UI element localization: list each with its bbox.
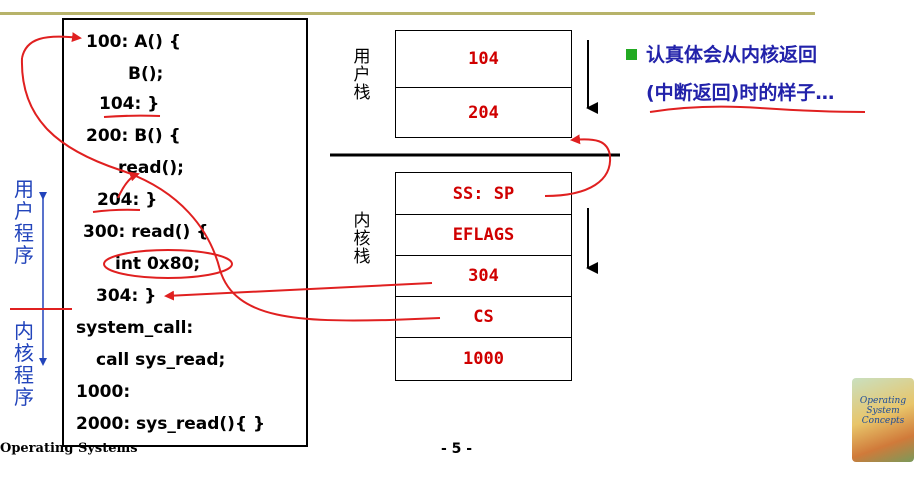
user-stack-label: 用 户 栈	[353, 47, 371, 103]
code-line-3: 104: }	[99, 94, 160, 114]
code-line-4: 200: B() {	[86, 126, 181, 146]
kernel-stack-cell: 1000	[395, 337, 572, 381]
course-footer: Operating Systems	[0, 441, 138, 456]
code-line-8: int 0x80;	[115, 254, 201, 274]
code-line-13: 2000: sys_read(){ }	[76, 414, 266, 434]
book-cover-image: Operating System Concepts	[852, 378, 914, 462]
page-number: - 5 -	[441, 441, 473, 457]
kernel-stack-cell: CS	[395, 296, 572, 338]
note-line-1: 认真体会从内核返回	[646, 44, 818, 66]
underline-104	[103, 114, 161, 118]
code-line-11: call sys_read;	[96, 350, 226, 370]
code-line-6: 204: }	[97, 190, 158, 210]
underline-note	[649, 105, 866, 113]
code-listing	[62, 18, 308, 447]
cs-trace-curve	[20, 57, 441, 322]
return-304-arrow	[164, 282, 433, 301]
code-line-1: 100: A() {	[86, 32, 181, 52]
code-line-2: B();	[128, 64, 164, 84]
kernel-stack-label: 内 核 栈	[353, 211, 371, 267]
user-stack-cell: 204	[395, 87, 572, 138]
note-bullet	[626, 49, 637, 60]
underline-204	[92, 208, 141, 213]
code-line-12: 1000:	[76, 382, 131, 402]
read-call-arrow	[117, 171, 140, 199]
return-to-a-arrow	[21, 32, 82, 59]
kernel-program-label: 内 核 程 序	[14, 319, 34, 409]
code-line-7: 300: read() {	[83, 222, 209, 242]
note-line-2: (中断返回)时的样子…	[646, 82, 835, 104]
code-line-10: system_call:	[76, 318, 194, 338]
ss-sp-return-arrow	[544, 134, 612, 197]
code-line-9: 304: }	[96, 286, 157, 306]
top-rule	[0, 0, 815, 15]
int-0x80-highlight	[103, 249, 233, 279]
kernel-stack-cell: SS: SP	[395, 172, 572, 215]
user-program-label: 用 户 程 序	[14, 177, 34, 267]
kernel-stack-cell: EFLAGS	[395, 214, 572, 256]
user-stack-cell: 104	[395, 30, 572, 88]
